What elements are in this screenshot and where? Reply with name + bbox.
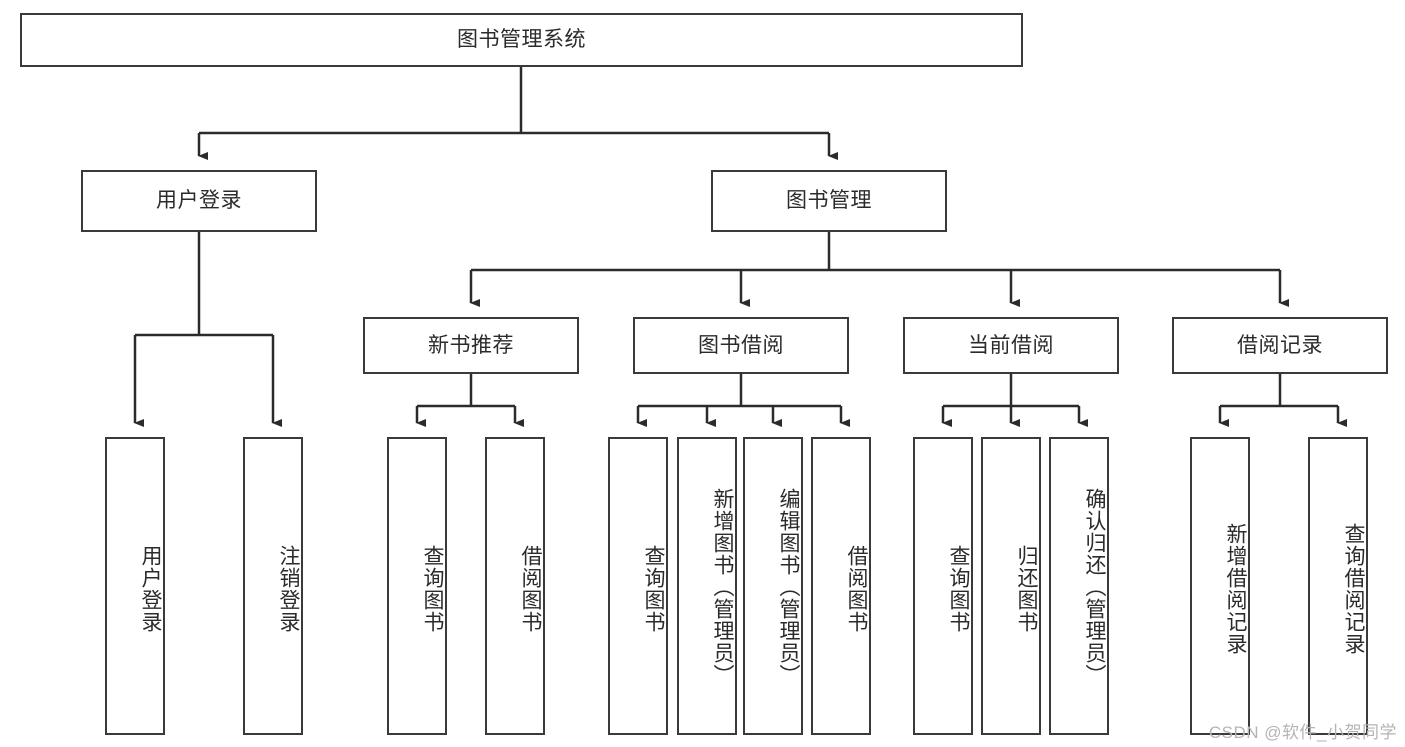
root-connectors (197, 67, 838, 160)
leaf-confirm-return-admin[interactable]: 确认归还（管理员） (1049, 437, 1109, 735)
leaf-query-book-borrow[interactable]: 查询图书 (608, 437, 668, 735)
node-book-borrow[interactable]: 图书借阅 (633, 317, 849, 374)
leaf-query-book-current[interactable]: 查询图书 (913, 437, 973, 735)
node-book-manage[interactable]: 图书管理 (711, 170, 947, 232)
leaf-user-login[interactable]: 用户登录 (105, 437, 165, 735)
leaf-edit-book-admin[interactable]: 编辑图书（管理员） (743, 437, 803, 735)
leaf-query-book-recommend[interactable]: 查询图书 (387, 437, 447, 735)
leaf-borrow-book[interactable]: 借阅图书 (811, 437, 871, 735)
leaf-user-logout[interactable]: 注销登录 (243, 437, 303, 735)
node-user-login[interactable]: 用户登录 (81, 170, 317, 232)
csdn-watermark: CSDN @软件_小贺同学 (1208, 723, 1397, 742)
node-new-book-recommend[interactable]: 新书推荐 (363, 317, 579, 374)
book-borrow-connectors (636, 374, 850, 427)
leaf-query-borrow-record[interactable]: 查询借阅记录 (1308, 437, 1368, 735)
node-current-borrow[interactable]: 当前借阅 (903, 317, 1119, 374)
current-borrow-connectors (941, 374, 1088, 427)
leaf-borrow-book-recommend[interactable]: 借阅图书 (485, 437, 545, 735)
node-root[interactable]: 图书管理系统 (20, 13, 1023, 67)
borrow-record-connectors (1218, 374, 1347, 427)
leaf-add-book-admin[interactable]: 新增图书（管理员） (677, 437, 737, 735)
user-login-connectors (133, 232, 282, 427)
node-borrow-record[interactable]: 借阅记录 (1172, 317, 1388, 374)
leaf-return-book[interactable]: 归还图书 (981, 437, 1041, 735)
new-book-rec-connectors (415, 374, 524, 427)
leaf-add-borrow-record[interactable]: 新增借阅记录 (1190, 437, 1250, 735)
book-manage-connectors (469, 232, 1289, 307)
